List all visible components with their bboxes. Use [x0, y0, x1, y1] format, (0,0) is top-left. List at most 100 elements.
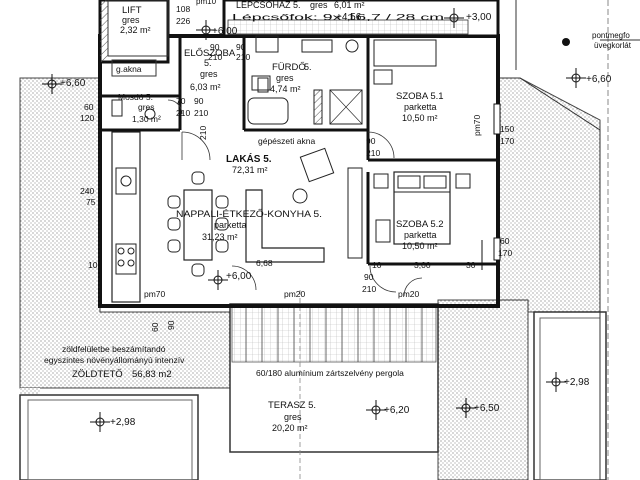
apartment-name: LAKÁS 5.: [226, 152, 272, 165]
dim-210d: 210: [194, 108, 208, 118]
dim-210b: 210: [208, 52, 222, 62]
stairwell-name: LÉPCSŐHÁZ 5.: [236, 0, 301, 10]
dim-240: 240: [80, 186, 94, 196]
dim-120: 120: [80, 113, 94, 123]
bath-num: 5.: [304, 62, 312, 72]
machine-space-label: gépészeti akna: [258, 136, 315, 146]
dim-210f: 210: [366, 148, 380, 158]
light-well-right: [533, 311, 607, 480]
room1-area: 10,50 m²: [402, 113, 438, 123]
glass-railing-bottom: üvegkorlát: [594, 41, 632, 50]
lift-area: 2,32 m²: [120, 25, 151, 35]
dim-pm10: pm10: [196, 0, 217, 6]
dim-170b: 170: [498, 248, 512, 258]
dim-70a: 70: [176, 96, 186, 106]
level-l10: +2,98: [564, 377, 590, 388]
wc-floor: gres: [138, 102, 155, 112]
room2-area: 10,50 m²: [402, 241, 438, 251]
green-roof-line2: egyszintes növényállományú intenzív: [44, 355, 185, 365]
level-l4: +6,00: [226, 271, 252, 282]
level-l6: +4,56: [336, 12, 362, 23]
living-name: NAPPALI-ÉTKEZŐ-KONYHA 5.: [176, 209, 322, 220]
glass-railing-top: pontmegfo: [592, 31, 630, 40]
room1-floor: parketta: [404, 102, 437, 112]
terrace-name: TERASZ 5.: [268, 400, 316, 411]
wardrobe-room1: [373, 39, 437, 67]
bath-floor: gres: [276, 73, 294, 83]
level-l5: +3,00: [466, 12, 492, 23]
dim-226: 226: [176, 16, 190, 26]
dim-210c: 210: [176, 108, 190, 118]
green-roof-line3: ZÖLDTETŐ: [72, 369, 123, 380]
dim-90c: 90: [194, 96, 204, 106]
level-l3: +6,60: [586, 74, 612, 85]
dim-60: 60: [84, 102, 94, 112]
living-floor: parketta: [214, 220, 247, 230]
hall-area: 6,03 m²: [190, 82, 221, 92]
level-l9: +2,98: [110, 417, 136, 428]
wc-name: Mosdó 5.: [118, 92, 153, 102]
light-well-left: [19, 394, 199, 480]
lift-floor: gres: [122, 15, 140, 25]
pergola-slats: [231, 305, 437, 363]
dim-30: 30: [466, 260, 476, 270]
dining-table: [183, 189, 213, 261]
dim-90b: 90: [210, 42, 220, 52]
green-roof-right: [497, 77, 601, 313]
dim-210g: 210: [362, 284, 376, 294]
dim-pm20-mid: pm20: [284, 289, 306, 299]
stairwell-floor: gres: [310, 0, 328, 10]
bathtub: [247, 97, 289, 125]
bath-area: 4,74 m²: [270, 84, 301, 94]
dim-90a: 90: [236, 42, 246, 52]
dim-210a: 210: [236, 52, 250, 62]
dim-668: 6,68: [256, 258, 273, 268]
dim-pm70-right: pm70: [472, 114, 482, 136]
dim-170a: 170: [500, 136, 514, 146]
pergola-label: 60/180 alumínium zártszelvény pergola: [256, 368, 404, 378]
hall-name: ELŐSZOBA: [184, 48, 236, 59]
stairwell-note: Lépcsőfok: 9x 16,7 / 28 cm: [232, 13, 445, 22]
level-l2: +6,60: [60, 78, 86, 89]
dim-90f: 90: [166, 320, 176, 330]
stairwell-area: 6,01 m²: [334, 0, 365, 10]
shaft-block: [111, 59, 157, 77]
level-l1: +6,00: [212, 26, 238, 37]
dim-150: 150: [500, 124, 514, 134]
living-area: 31,23 m²: [202, 232, 238, 242]
dim-90d: 90: [366, 136, 376, 146]
green-roof-area: 56,83 m2: [132, 369, 172, 380]
hall-floor: gres: [200, 69, 218, 79]
dim-90e: 90: [364, 272, 374, 282]
lift-name: LIFT: [122, 5, 142, 16]
level-l7: +6,20: [384, 405, 410, 416]
dim-108: 108: [176, 4, 190, 14]
green-roof-bottom-right: [437, 299, 529, 480]
dim-60b: 60: [500, 236, 510, 246]
room2-name: SZOBA 5.2: [396, 219, 444, 230]
wc-area: 1,30 m²: [132, 114, 161, 124]
level-l8: +6,50: [474, 403, 500, 414]
room2-floor: parketta: [404, 230, 437, 240]
room1-name: SZOBA 5.1: [396, 91, 444, 102]
apartment-area: 72,31 m²: [232, 165, 268, 175]
dim-pm20-right: pm20: [398, 289, 420, 299]
shaft-label: g.akna: [116, 64, 142, 74]
dim-300: 3,00: [414, 260, 431, 270]
level-marker: [42, 8, 586, 432]
terrace-floor: gres: [284, 412, 302, 422]
dim-pm70-left: pm70: [144, 289, 166, 299]
bed-room2: [393, 171, 451, 245]
dim-75: 75: [86, 197, 96, 207]
hall-num: 5.: [204, 58, 212, 68]
bath-name: FÜRDŐ: [272, 62, 306, 73]
terrace-area: 20,20 m²: [272, 423, 308, 433]
dim-10: 10: [88, 260, 98, 270]
sofa: [245, 189, 325, 263]
kitchen-counter: [111, 131, 141, 303]
green-roof-line1: zöldfelületbe beszámítandó: [62, 344, 166, 354]
dim-210e: 210: [198, 126, 208, 140]
dim-60c: 60: [150, 322, 160, 332]
